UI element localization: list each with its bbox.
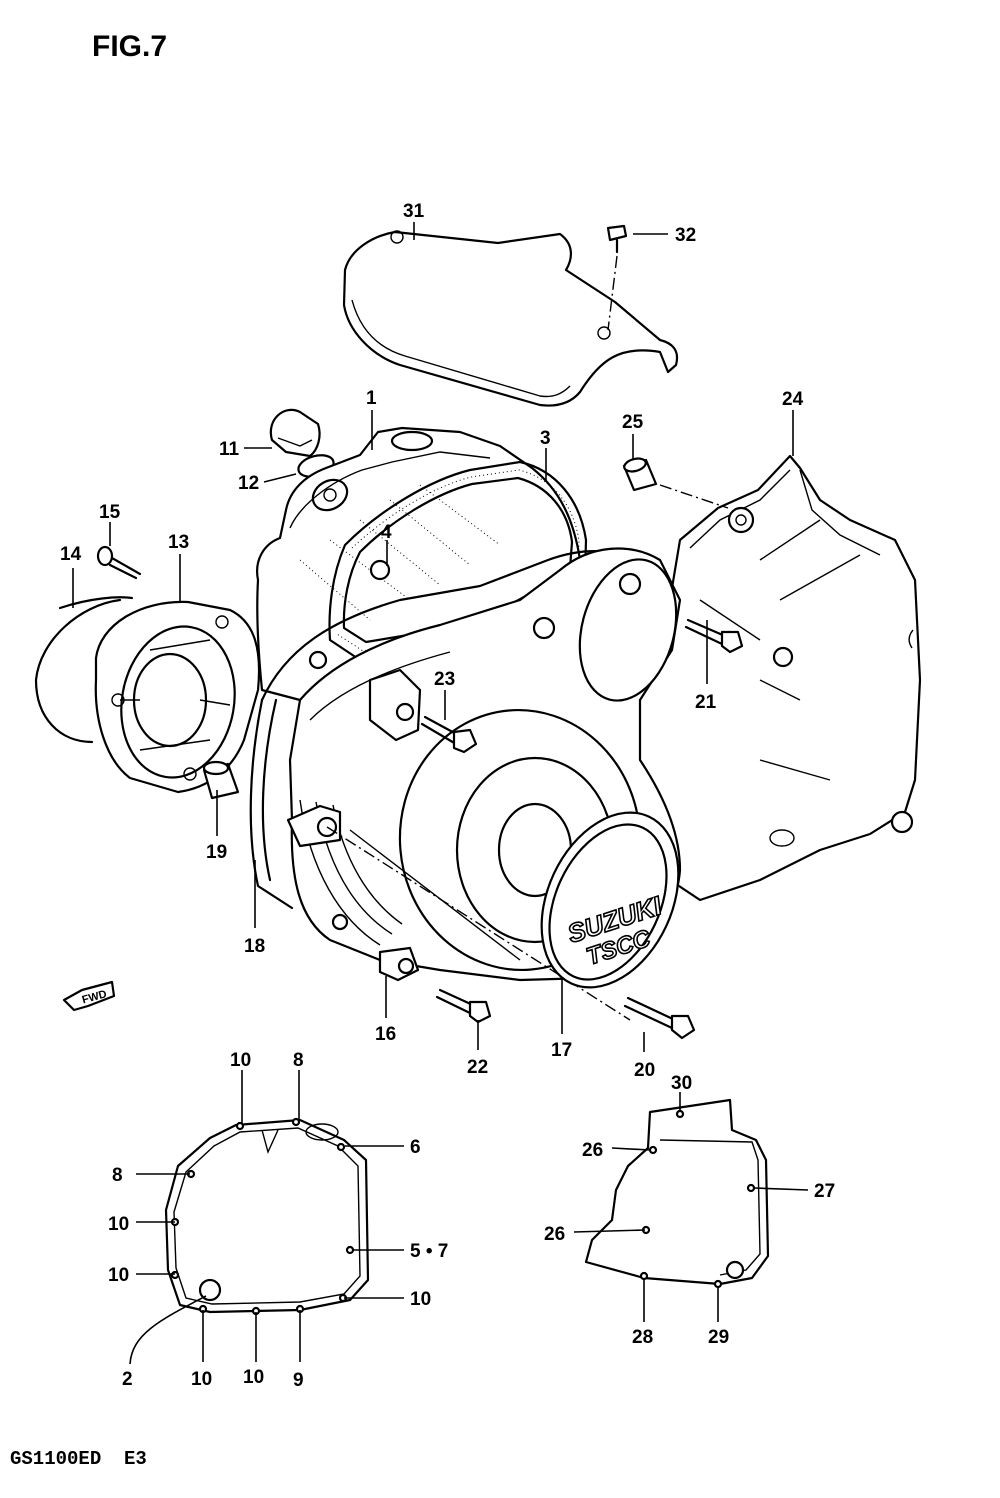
callout-8-left: 8	[112, 1165, 123, 1186]
callout-8-top: 8	[293, 1050, 304, 1071]
leader-lines	[72, 222, 809, 1365]
forward-direction-arrow: FWD	[62, 980, 116, 1012]
callout-21: 21	[695, 692, 717, 713]
callout-15: 15	[99, 502, 121, 523]
part-14-o-ring	[34, 596, 134, 744]
callout-32: 32	[675, 225, 696, 246]
callout-22: 22	[467, 1057, 488, 1078]
callout-10-bottom-a: 10	[191, 1369, 212, 1390]
callout-10-left-b: 10	[108, 1265, 129, 1286]
callout-5-7: 5 • 7	[410, 1241, 448, 1262]
callout-6: 6	[410, 1137, 421, 1158]
callout-labels: 31 32 1 3 4 11 12 15 13 14 25 24 21 23 1…	[60, 201, 835, 1391]
figure-title: FIG.7	[92, 30, 167, 63]
part-20-bolt	[623, 996, 696, 1040]
callout-28: 28	[632, 1327, 653, 1348]
clutch-cover-gasket-detail	[164, 1117, 370, 1316]
callout-2: 2	[122, 1369, 133, 1390]
signal-cover-gasket-detail	[584, 1098, 770, 1289]
callout-26-top: 26	[582, 1140, 603, 1161]
callout-12: 12	[238, 473, 259, 494]
callout-18: 18	[244, 936, 265, 957]
callout-26-bottom: 26	[544, 1224, 565, 1245]
callout-13: 13	[168, 532, 189, 553]
callout-9: 9	[293, 1370, 304, 1391]
part-15-bolt	[96, 545, 142, 580]
callout-20: 20	[634, 1060, 655, 1081]
callout-10-left-a: 10	[108, 1214, 129, 1235]
part-13-small-cover	[94, 600, 261, 794]
callout-10-right: 10	[410, 1289, 431, 1310]
callout-11: 11	[219, 439, 240, 460]
part-23-bolt	[420, 715, 478, 754]
callout-4: 4	[381, 522, 392, 543]
part-21-bolt	[684, 618, 744, 654]
callout-30: 30	[671, 1073, 692, 1094]
callout-1: 1	[366, 388, 377, 409]
callout-27: 27	[814, 1181, 835, 1202]
part-17-emblem-cover: SUZUKI TSCC	[540, 811, 680, 989]
callout-17: 17	[551, 1040, 572, 1061]
callout-19: 19	[206, 842, 227, 863]
part-25-dowel-pin	[622, 457, 729, 509]
model-code: GS1100ED E3	[10, 1448, 147, 1470]
part-19-dowel-pin	[202, 760, 240, 800]
callout-14: 14	[60, 544, 82, 565]
part-22-bolt	[435, 988, 492, 1024]
part-31-cover-plate	[342, 230, 679, 407]
callout-25: 25	[622, 412, 644, 433]
callout-10-top: 10	[230, 1050, 251, 1071]
part-3-gasket	[328, 460, 588, 662]
part-32-bolt	[606, 224, 628, 331]
callout-24: 24	[782, 389, 804, 410]
callout-31: 31	[403, 201, 425, 222]
callout-16: 16	[375, 1024, 396, 1045]
callout-10-bottom-b: 10	[243, 1367, 264, 1388]
callout-23: 23	[434, 669, 455, 690]
callout-3: 3	[540, 428, 551, 449]
callout-29: 29	[708, 1327, 729, 1348]
part-11-oil-filler-cap	[269, 408, 321, 458]
